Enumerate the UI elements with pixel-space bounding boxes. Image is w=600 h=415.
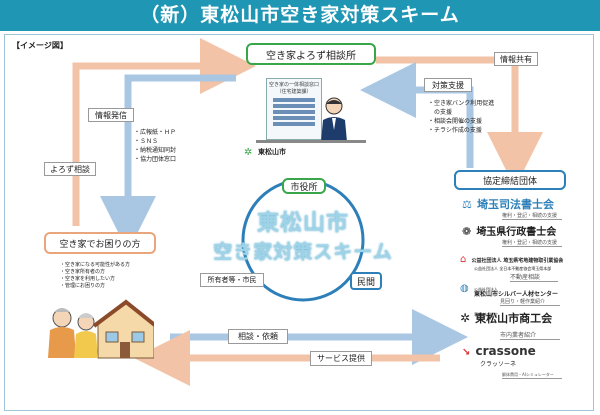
staff-person-icon [321, 97, 347, 142]
troubled-item: ・空き家所有者の方 [60, 269, 106, 275]
private-box: 民間 [350, 272, 382, 290]
troubled-box: 空き家でお困りの方 [44, 232, 156, 254]
center-line1: 東松山市 [256, 211, 349, 236]
org-gyosei: ❁ 埼玉県行政書士会 権利・登記・相続の支援 [462, 220, 562, 247]
arrow-info-send [100, 74, 236, 252]
consult-request-label: 相談・依頼 [228, 329, 288, 344]
partners-label: 協定締結団体 [482, 176, 537, 187]
org-sub: 公益社団法人 全日本不動産協会埼玉県本部 [474, 266, 552, 271]
counter-desk [256, 140, 366, 143]
org-tag: 市内業者紹介 [500, 330, 560, 340]
info-send-item: ・ＳＮＳ [134, 138, 159, 145]
org-tag: 不動産相談 [510, 272, 558, 282]
family-house-illustration [48, 299, 154, 359]
org-sub: 権利・登記・相続の支援 [502, 239, 562, 247]
center-line2: 空き家対策スキーム [213, 241, 393, 263]
board-line1: 空き家の一体相談窓口 [268, 82, 319, 88]
board-line2: （住宅建築課） [276, 89, 312, 95]
diagram-frame [4, 34, 594, 411]
center-title: 東松山市 空き家対策スキーム [203, 205, 403, 264]
measures-item: の支援 [434, 109, 453, 116]
info-send-list: ・広報紙・ＨＰ ・ＳＮＳ ・納税通知同封 ・協力団体窓口 [134, 128, 214, 164]
org-tag: 見回り・軽作業紹介 [500, 298, 560, 306]
gear-logo-icon: ✲ [460, 311, 471, 325]
yorozu-label: よろず相談 [44, 162, 96, 176]
house-logo-icon: ⌂ [460, 254, 467, 265]
consult-label: 空き家よろず相談所 [266, 50, 356, 62]
crassone-logo-icon: ↘ [462, 347, 471, 358]
partners-box: 協定締結団体 [454, 170, 566, 190]
image-label: 【イメージ図】 [12, 41, 68, 50]
measures-label: 対策支援 [424, 78, 472, 92]
city-logo-text: 東松山市 [258, 148, 286, 156]
org-name: 東松山市商工会 [475, 312, 553, 325]
org-sub: クラッソーネ [480, 361, 517, 368]
org-shokokai: ✲ 東松山市商工会 事業者の紹介 市内業者紹介 [460, 307, 560, 340]
org-name: 埼玉司法書士会 [476, 198, 554, 211]
page-title: （新）東松山市空き家対策スキーム [140, 4, 460, 26]
org-name: crassone [475, 344, 536, 358]
measures-list: ・空き家バンク利用促進 の支援 ・相談会開催の支援 ・チラシ作成の支援 [428, 99, 518, 135]
org-name: 東松山市シルバー人材センター [474, 291, 559, 298]
badge-icon: ❁ [462, 225, 472, 238]
city-hall-box: 市役所 [282, 178, 326, 194]
org-tag: 解体費用・AIシミュレーター [502, 372, 562, 379]
troubled-label: 空き家でお困りの方 [59, 239, 141, 250]
org-name: 公益社団法人 埼玉県宅地建物取引業協会 [471, 258, 564, 264]
info-send-item: ・納税通知同封 [134, 147, 177, 154]
info-share-label: 情報共有 [494, 52, 538, 66]
org-name: 埼玉県行政書士会 [476, 227, 557, 238]
measures-item: ・空き家バンク利用促進 [428, 100, 495, 107]
city-logo-icon: ✲ [244, 147, 253, 158]
org-takken: ⌂ 公益社団法人 埼玉県宅地建物取引業協会 公益社団法人 全日本不動産協会埼玉県… [460, 247, 563, 282]
measures-item: ・相談会開催の支援 [428, 118, 483, 125]
service-label: サービス提供 [310, 351, 372, 366]
silver-logo-icon: ◍ [460, 283, 469, 294]
info-send-label: 情報発信 [88, 108, 134, 122]
info-send-item: ・協力団体窓口 [134, 156, 177, 163]
troubled-item: ・空き家になる可能性がある方 [60, 262, 131, 268]
info-send-item: ・広報紙・ＨＰ [134, 129, 177, 136]
consult-box: 空き家よろず相談所 [246, 43, 376, 65]
private-label: 民間 [356, 277, 375, 288]
org-sub: 事業者の紹介 [474, 312, 498, 317]
troubled-item: ・管理にお困りの方 [60, 283, 106, 289]
owners-label: 所有者等・市民 [200, 273, 264, 287]
title-bar [0, 0, 600, 31]
scales-icon: ⚖ [462, 198, 472, 211]
org-crassone: ↘ crassone クラッソーネ 解体費用・AIシミュレーター [462, 340, 562, 379]
counter-board: 空き家の一体相談窓口 （住宅建築課） [266, 78, 322, 140]
city-hall-label: 市役所 [290, 182, 318, 193]
org-sub: 公益社団法人 [473, 287, 498, 292]
org-silver: ◍ 公益社団法人 東松山市シルバー人材センター 見回り・軽作業紹介 [460, 276, 560, 306]
org-sub: 権利・登記・相続の支援 [502, 212, 562, 220]
measures-item: ・チラシ作成の支援 [428, 127, 482, 134]
troubled-list: ・空き家になる可能性がある方 ・空き家所有者の方 ・空き家を利用したい方 ・管理… [60, 262, 160, 290]
troubled-item: ・空き家を利用したい方 [60, 276, 116, 282]
org-shiho: ⚖ 埼玉司法書士会 権利・登記・相続の支援 [462, 193, 562, 220]
